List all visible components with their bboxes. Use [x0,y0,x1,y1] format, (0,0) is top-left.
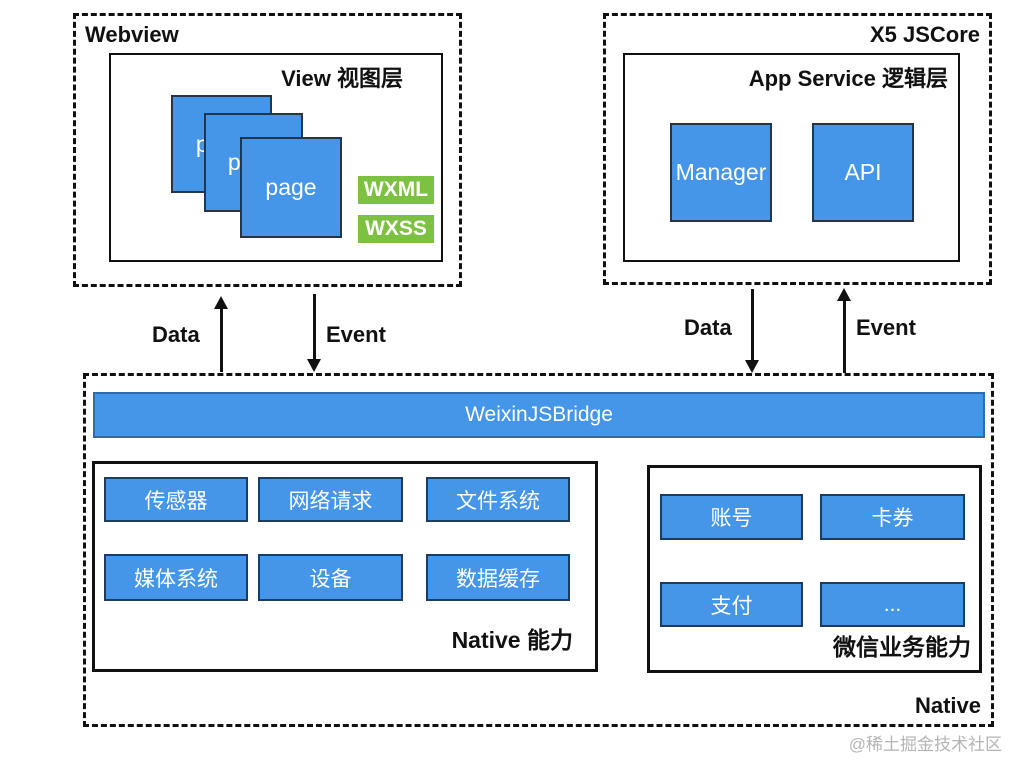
native-capabilities-box: 传感器 网络请求 文件系统 媒体系统 设备 数据缓存 Native 能力 [92,461,598,672]
arrow-head-down-icon [745,360,759,373]
manager-box: Manager [670,123,772,222]
arrow-head-up-icon [837,288,851,301]
data-arrow-up-left [214,296,228,372]
capability-network-request: 网络请求 [258,477,403,522]
jscore-title: X5 JSCore [869,22,980,47]
webview-title: Webview [85,22,179,47]
capability-sensor: 传感器 [104,477,248,522]
arrow-head-up-icon [214,296,228,309]
app-service-box: App Service 逻辑层 Manager API [623,53,960,262]
right-data-label: Data [684,315,732,340]
capability-device: 设备 [258,554,403,601]
app-service-title: App Service 逻辑层 [748,66,948,91]
view-layer-box: View 视图层 page page page WXML WXSS [109,53,443,262]
wechat-more: ... [820,582,965,627]
left-event-label: Event [326,322,386,347]
wechat-payment: 支付 [660,582,803,627]
wechat-capabilities-title: 微信业务能力 [833,634,971,660]
wechat-card-coupon: 卡券 [820,494,965,540]
capability-data-cache: 数据缓存 [426,554,570,601]
view-layer-title: View 视图层 [281,66,403,91]
wechat-capabilities-box: 账号 卡券 支付 ... 微信业务能力 [647,465,982,673]
arrow-head-down-icon [307,359,321,372]
wxml-badge: WXML [358,176,434,204]
event-arrow-down-left [307,294,321,372]
page-card-front: page [240,137,342,238]
weixin-jsbridge-bar: WeixinJSBridge [93,392,985,438]
event-arrow-up-right [837,288,851,373]
data-arrow-down-right [745,289,759,373]
right-event-label: Event [856,315,916,340]
webview-container: Webview View 视图层 page page page WXML WXS… [73,13,462,287]
capability-file-system: 文件系统 [426,477,570,522]
native-title: Native [914,693,981,718]
capability-media-system: 媒体系统 [104,554,248,601]
jscore-container: X5 JSCore App Service 逻辑层 Manager API [603,13,992,285]
native-container: Native WeixinJSBridge 传感器 网络请求 文件系统 媒体系统… [83,373,994,727]
watermark: @稀土掘金技术社区 [848,735,1002,754]
wxss-badge: WXSS [358,215,434,243]
api-box: API [812,123,914,222]
left-data-label: Data [152,322,200,347]
wechat-account: 账号 [660,494,803,540]
native-capabilities-title: Native 能力 [451,627,573,653]
